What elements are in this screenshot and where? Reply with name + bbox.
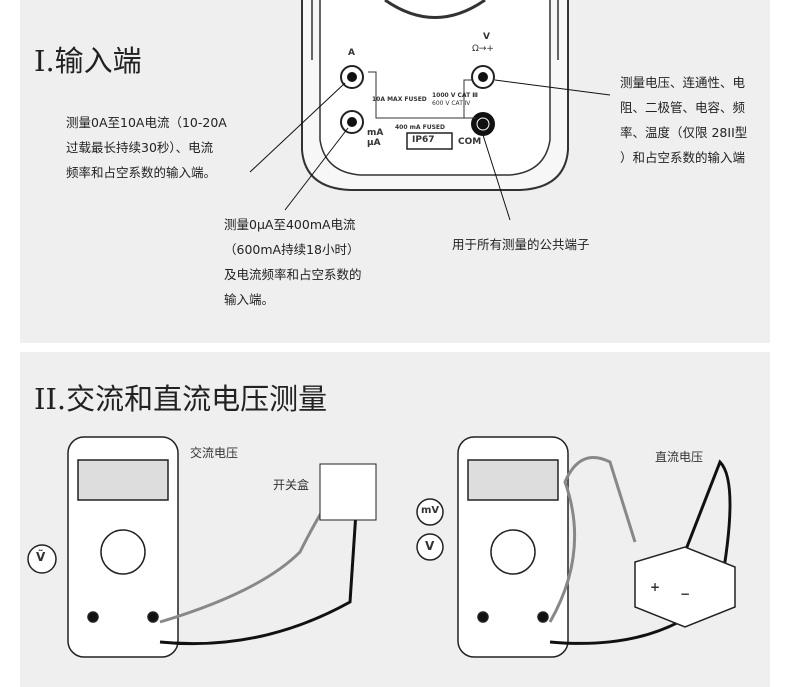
terminal-panel-illustration: [249, 0, 611, 221]
dc-voltage-icon: V: [425, 539, 435, 553]
v-terminal-note: 测量电压、连通性、电阻、二极管、电容、频率、温度（仅限 28II型）和占空系数的…: [620, 75, 748, 165]
a-label: A: [348, 48, 355, 58]
battery-minus: −: [680, 587, 691, 601]
ac-voltage-label: 交流电压: [190, 446, 239, 460]
cat3-label: 1000 V CAT Ⅲ: [432, 92, 478, 99]
ac-voltage-icon: Ṽ: [36, 550, 46, 564]
ma-terminal-note: 测量0μA至400mA电流（600mA持续18小时）及电流频率和占空系数的输入端…: [224, 217, 362, 307]
dc-multimeter: [457, 436, 569, 658]
fuse-10a-label: 10A MAX FUSED: [372, 96, 427, 103]
dc-voltage-label: 直流电压: [655, 450, 704, 464]
ma-label: mA: [367, 128, 384, 138]
input-terminals-section: I.输入端 A V Ω→+ 10A MAX FUSED 1000 V CAT Ⅲ…: [20, 0, 770, 343]
section-title: II.交流和直流电压测量: [34, 382, 328, 416]
switch-box-label: 开关盒: [273, 478, 310, 492]
section-title: I.输入端: [34, 44, 142, 78]
battery-plus: +: [650, 580, 661, 594]
ohm-diode-label: Ω→+: [472, 44, 494, 54]
com-label: COM: [458, 137, 482, 147]
voltage-measurement-illustration: [27, 436, 736, 658]
dc-mv-icon: mV: [421, 505, 440, 516]
fuse-400ma-label: 400 mA FUSED: [395, 124, 445, 131]
voltage-measurement-section: II.交流和直流电压测量 交流电压 开关盒 直流电压 Ṽ mV V + −: [20, 352, 770, 687]
cat4-label: 600 V CAT Ⅳ: [432, 100, 471, 107]
ac-multimeter: [67, 436, 179, 658]
ua-label: μA: [367, 138, 381, 148]
v-label: V: [483, 32, 490, 42]
com-terminal-note: 用于所有测量的公共端子: [452, 237, 590, 252]
ip67-label: IP67: [412, 135, 435, 145]
